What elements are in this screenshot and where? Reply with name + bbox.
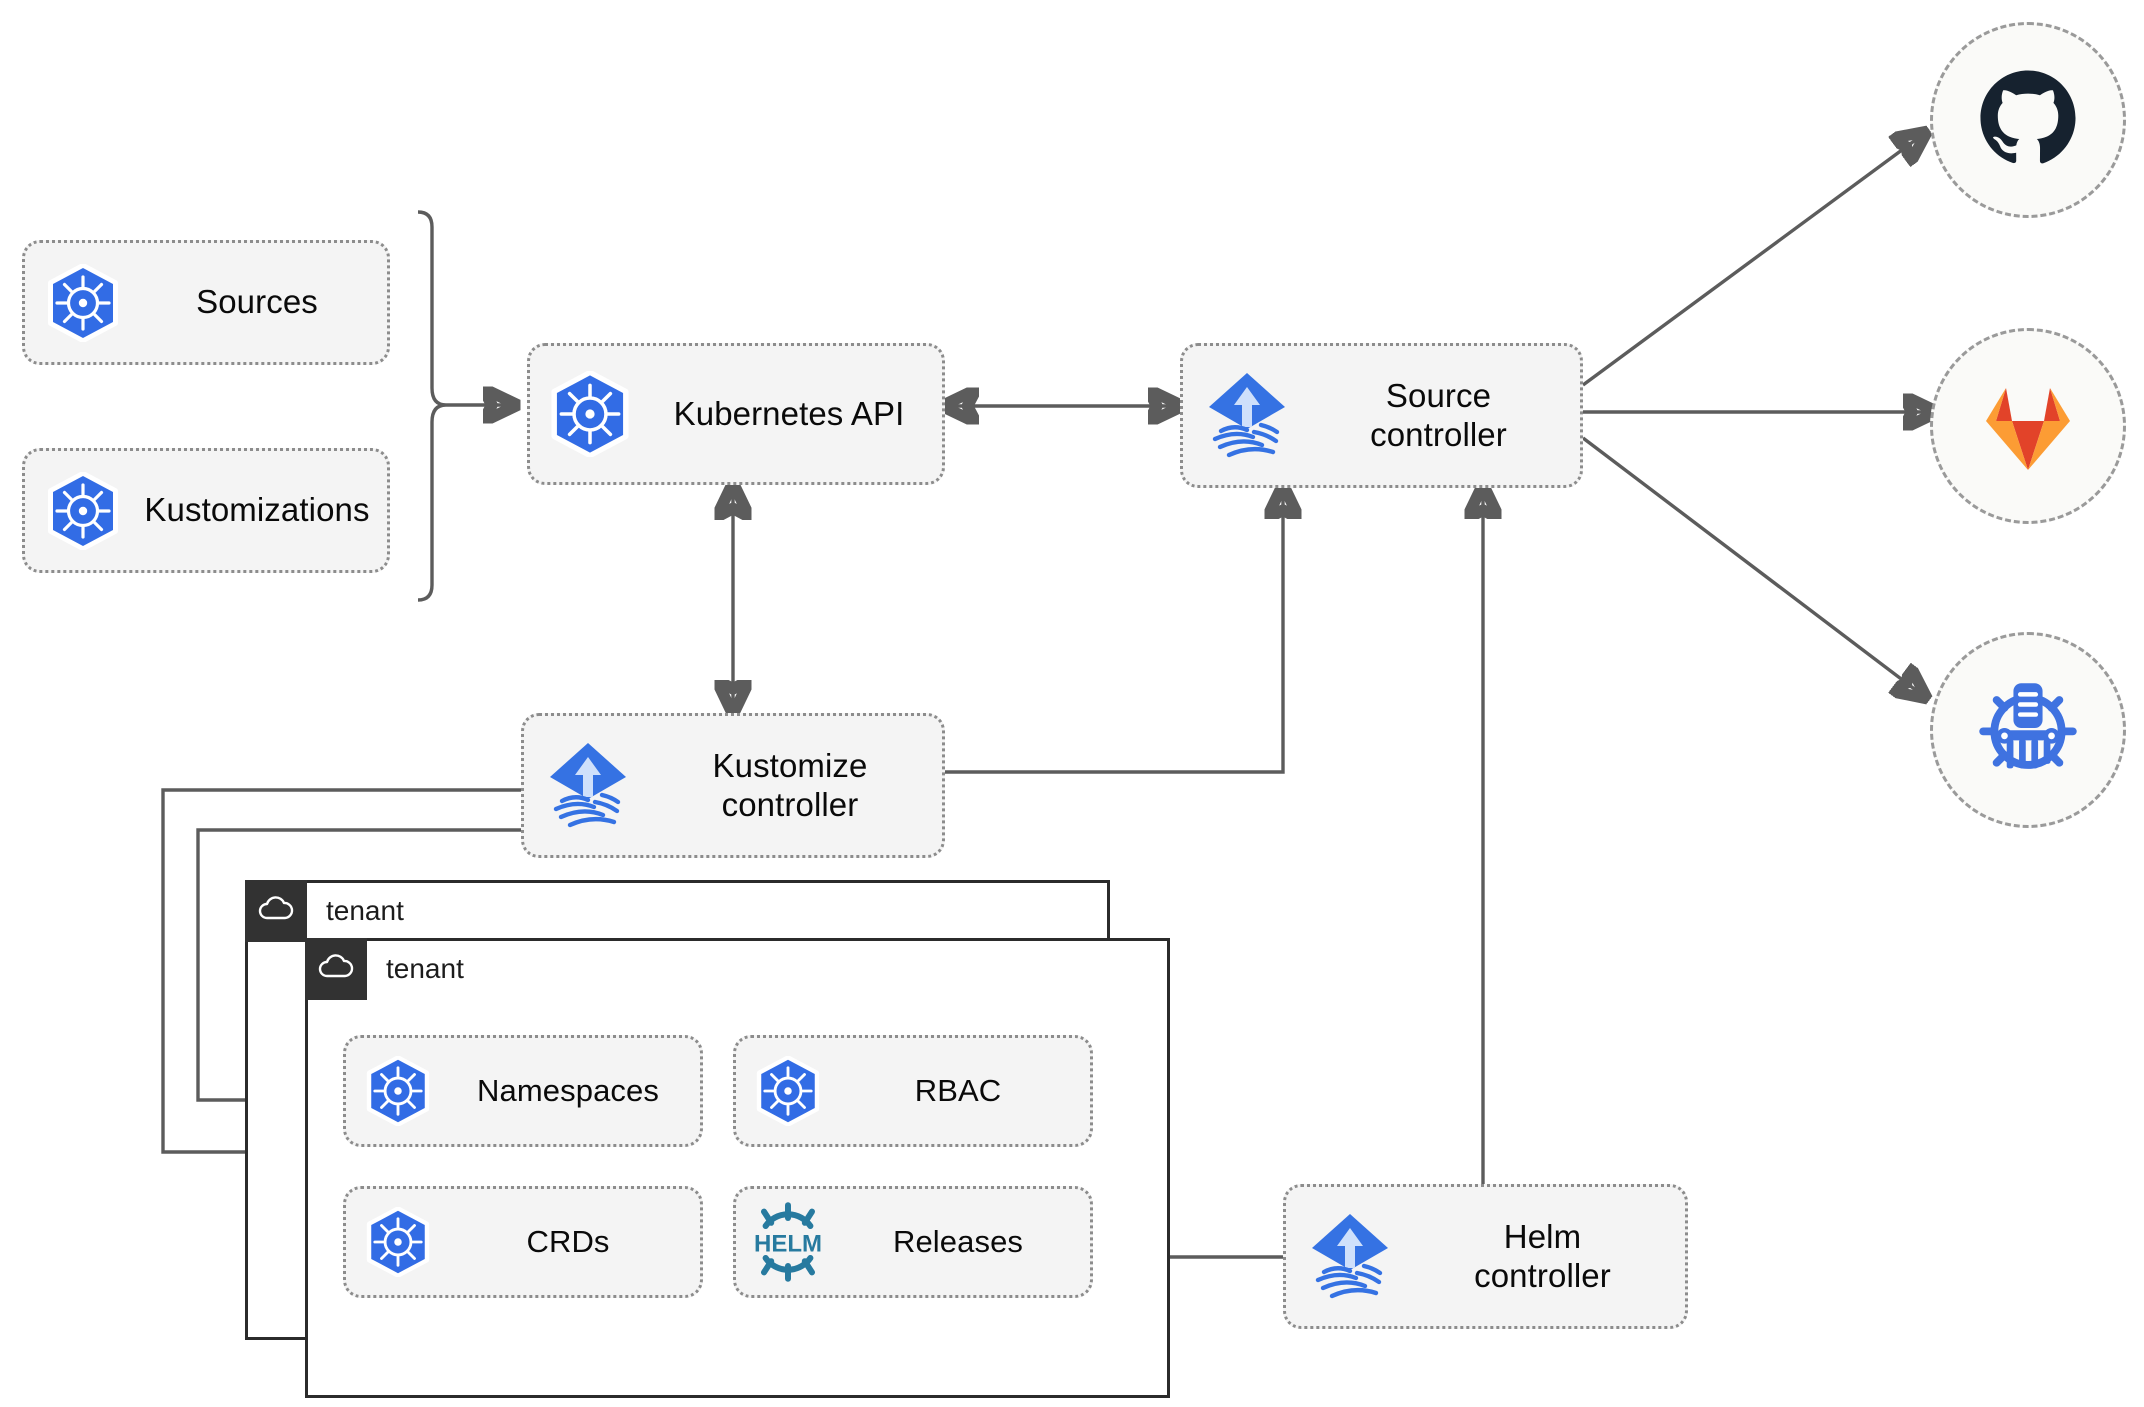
kubernetes-icon	[25, 471, 141, 550]
bucket-icon	[1972, 672, 2084, 789]
tenant-resource-rbac[interactable]: RBAC	[733, 1035, 1093, 1147]
resource-label: Sources	[196, 283, 318, 321]
tenant-label: tenant	[386, 953, 464, 984]
tenant-resource-crds[interactable]: CRDs	[343, 1186, 703, 1298]
tenant-resource-namespaces[interactable]: Namespaces	[343, 1035, 703, 1147]
tenant-resource-label: CRDs	[526, 1223, 610, 1259]
resource-box-sources[interactable]: Sources	[22, 240, 390, 365]
helm-icon: HELM	[736, 1202, 840, 1282]
node-helm-controller[interactable]: Helm controller	[1283, 1184, 1688, 1329]
node-label: Kubernetes API	[673, 394, 905, 432]
flux-icon	[524, 739, 652, 833]
tenant-tab-inner	[305, 938, 367, 1000]
node-kubernetes-api[interactable]: Kubernetes API	[527, 343, 945, 485]
cloud-icon	[257, 895, 295, 927]
flux-icon	[1286, 1210, 1414, 1304]
github-icon	[1974, 64, 2082, 177]
helm-wordmark: HELM	[754, 1231, 822, 1258]
node-label: Source controller	[1370, 376, 1507, 453]
tenant-container-inner: tenant Namespaces	[305, 938, 1170, 1398]
provider-gitlab[interactable]	[1930, 328, 2126, 524]
tenant-resource-label: Releases	[892, 1223, 1024, 1259]
resource-label: Kustomizations	[144, 491, 370, 529]
kubernetes-icon	[346, 1056, 450, 1126]
node-label: Kustomize controller	[712, 746, 868, 823]
kubernetes-icon	[530, 371, 650, 457]
resource-box-kustomizations[interactable]: Kustomizations	[22, 448, 390, 573]
tenant-tab-outer	[245, 880, 307, 942]
cloud-icon	[317, 953, 355, 985]
flux-icon	[1183, 369, 1311, 463]
kubernetes-icon	[346, 1207, 450, 1277]
node-label: Helm controller	[1474, 1217, 1611, 1294]
gitlab-icon	[1976, 374, 2080, 479]
provider-bucket[interactable]	[1930, 632, 2126, 828]
tenant-label: tenant	[326, 895, 404, 926]
tenant-resource-releases[interactable]: HELM Releases	[733, 1186, 1093, 1298]
tenant-resource-label: Namespaces	[477, 1072, 659, 1108]
kubernetes-icon	[736, 1056, 840, 1126]
node-kustomize-controller[interactable]: Kustomize controller	[521, 713, 945, 858]
tenant-resource-label: RBAC	[914, 1072, 1002, 1108]
node-source-controller[interactable]: Source controller	[1180, 343, 1583, 488]
provider-github[interactable]	[1930, 22, 2126, 218]
kubernetes-icon	[25, 263, 141, 342]
